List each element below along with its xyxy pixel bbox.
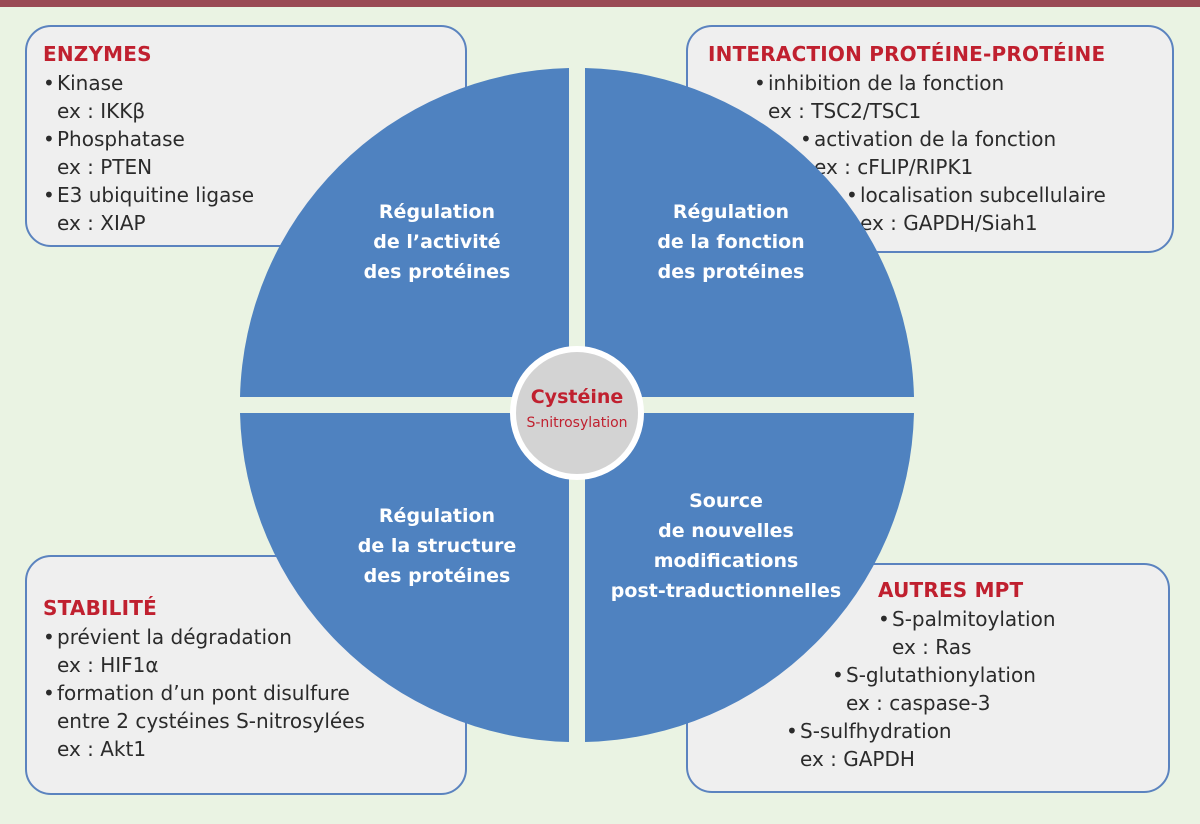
list-item-detail: ex : Ras <box>892 635 972 659</box>
quadrant-label-line: Régulation <box>673 201 789 223</box>
quadrant-bottom-right-label: Source de nouvelles modifications post-trad… <box>611 490 841 602</box>
enzymes-title: ENZYMES <box>43 42 152 66</box>
quadrant-top-left <box>240 68 569 397</box>
list-item-detail: ex : GAPDH <box>800 747 915 771</box>
stabilite-title: STABILITÉ <box>43 596 157 620</box>
interaction-title: INTERACTION PROTÉINE-PROTÉINE <box>708 42 1106 66</box>
list-item-detail: ex : TSC2/TSC1 <box>768 99 922 123</box>
list-item-detail: ex : IKKβ <box>57 99 146 123</box>
list-item: S-sulfhydration <box>786 717 1152 745</box>
quadrant-label-line: Régulation <box>379 505 495 527</box>
center-subtitle: S-nitrosylation <box>526 415 627 431</box>
list-item: formation d’un pont disulfure <box>43 679 449 707</box>
quadrant-label-line: Régulation <box>379 201 495 223</box>
list-item: localisation subcellulaire <box>846 181 1156 209</box>
quadrant-label-line: modifications <box>654 550 799 572</box>
quadrant-top-left-label: Régulation de l’activité des protéines <box>364 201 511 283</box>
quadrant-top-right <box>585 68 914 397</box>
top-accent-bar <box>0 0 1200 7</box>
quadrant-label-line: de nouvelles <box>658 520 794 542</box>
list-item-detail: ex : XIAP <box>57 211 146 235</box>
list-item: Kinase <box>43 69 449 97</box>
quadrant-bottom-right <box>585 413 914 742</box>
list-item-detail: entre 2 cystéines S-nitrosylées <box>57 709 365 733</box>
list-item-detail: ex : cFLIP/RIPK1 <box>814 155 974 179</box>
list-item-detail: ex : GAPDH/Siah1 <box>860 211 1038 235</box>
list-item: S-palmitoylation <box>878 605 1152 633</box>
list-item-detail: ex : PTEN <box>57 155 153 179</box>
list-item-detail: ex : caspase-3 <box>846 691 991 715</box>
quadrant-label-line: des protéines <box>658 261 805 283</box>
quadrant-label-line: des protéines <box>364 565 511 587</box>
autres-mpt-title: AUTRES MPT <box>878 578 1024 602</box>
list-item: Phosphatase <box>43 125 449 153</box>
quadrant-label-line: de l’activité <box>373 231 500 253</box>
center-circle <box>510 346 644 480</box>
quadrant-label-line: des protéines <box>364 261 511 283</box>
quadrant-label-line: de la structure <box>358 535 516 557</box>
list-item: prévient la dégradation <box>43 623 449 651</box>
quadrant-label-line: Source <box>689 490 763 512</box>
list-item-detail: ex : Akt1 <box>57 737 147 761</box>
quadrant-bottom-left <box>240 413 569 742</box>
quadrant-label-line: de la fonction <box>657 231 804 253</box>
list-item: activation de la fonction <box>800 125 1156 153</box>
list-item: S-glutathionylation <box>832 661 1152 689</box>
quadrant-top-right-label: Régulation de la fonction des protéines <box>657 201 804 283</box>
quadrant-bottom-left-label: Régulation de la structure des protéines <box>358 505 516 587</box>
quadrant-label-line: post-traductionnelles <box>611 580 841 602</box>
list-item-detail: ex : HIF1α <box>57 653 159 677</box>
list-item: E3 ubiquitine ligase <box>43 181 449 209</box>
center-title: Cystéine <box>531 386 624 408</box>
list-item: inhibition de la fonction <box>754 69 1156 97</box>
